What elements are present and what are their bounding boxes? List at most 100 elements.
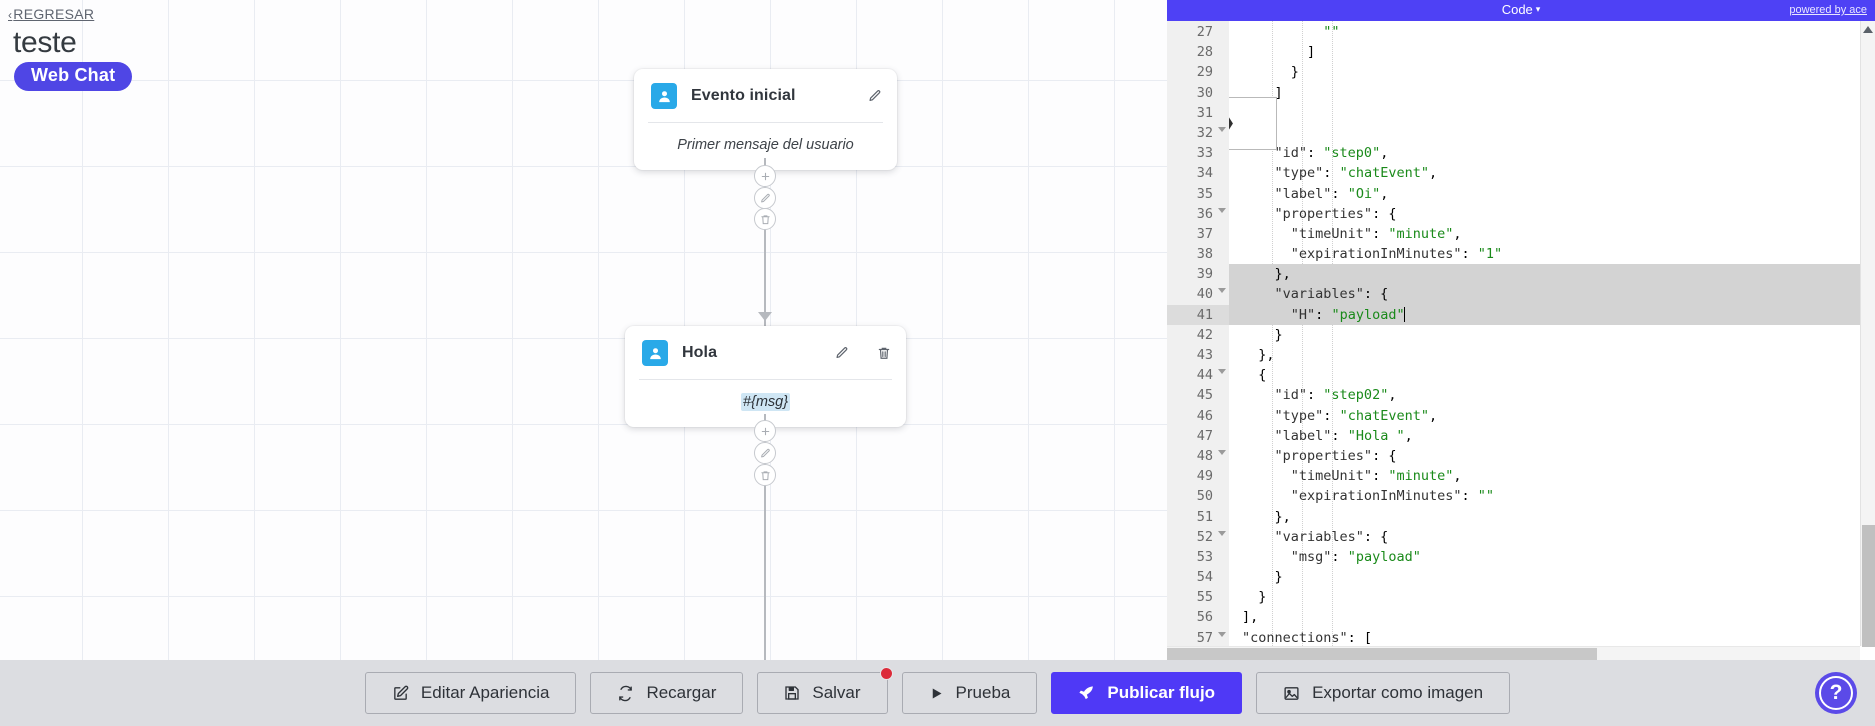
gutter-line-55[interactable]: 55 (1196, 589, 1213, 606)
gutter-line-50[interactable]: 50 (1196, 488, 1213, 505)
code-line-46[interactable]: "type": "chatEvent", (1274, 407, 1438, 424)
toolbar-button-publicar-flujo[interactable]: Publicar flujo (1051, 672, 1243, 714)
back-link[interactable]: ‹REGRESAR (8, 6, 94, 22)
editor-vertical-scrollbar[interactable] (1860, 21, 1875, 647)
code-line-39[interactable]: }, (1229, 264, 1875, 285)
gutter-line-44[interactable]: 44 (1167, 365, 1229, 385)
code-line-48[interactable]: "properties": { (1274, 447, 1397, 464)
gutter-line-41[interactable]: 41 (1167, 304, 1229, 325)
connector-delete-button-1[interactable] (754, 208, 776, 230)
connector-edit-button-2[interactable] (754, 442, 776, 464)
gutter-line-54[interactable]: 54 (1196, 569, 1213, 586)
code-line-44[interactable]: { (1242, 367, 1267, 384)
code-line-47[interactable]: "label": "Hola ", (1274, 427, 1413, 444)
code-line-31[interactable]: }, (1229, 103, 1875, 123)
code-line-30[interactable]: ] (1242, 84, 1283, 101)
code-line-28[interactable]: ] (1242, 44, 1316, 61)
code-line-56[interactable]: ], (1242, 609, 1259, 626)
gutter-line-51[interactable]: 51 (1196, 508, 1213, 525)
code-line-38[interactable]: "expirationInMinutes": "1" (1290, 246, 1503, 263)
gutter-line-52[interactable]: 52 (1167, 527, 1229, 547)
powered-by-ace-link[interactable]: powered by ace (1789, 4, 1867, 16)
code-line-50[interactable]: "expirationInMinutes": "" (1290, 488, 1494, 505)
gutter-line-35[interactable]: 35 (1196, 185, 1213, 202)
scroll-up-arrow-icon[interactable] (1863, 26, 1873, 33)
connector-add-button-1[interactable] (754, 165, 776, 187)
code-line-34[interactable]: "type": "chatEvent", (1274, 165, 1438, 182)
code-line-35[interactable]: "label": "Oi", (1274, 185, 1389, 202)
help-button[interactable]: ? (1815, 672, 1857, 714)
code-mode-selector[interactable]: Code▾ (1502, 2, 1541, 17)
gutter-line-57[interactable]: 57 (1167, 628, 1229, 648)
code-line-40[interactable]: "variables": { (1229, 284, 1875, 305)
code-line-53[interactable]: "msg": "payload" (1290, 548, 1421, 565)
gutter-line-39[interactable]: 39 (1196, 266, 1213, 283)
gutter-line-47[interactable]: 47 (1196, 427, 1213, 444)
node-edit-pencil-icon[interactable] (868, 89, 882, 103)
gutter-line-43[interactable]: 43 (1196, 347, 1213, 363)
code-line-41[interactable]: "H": "payload" (1229, 304, 1875, 325)
node-delete-trash-icon[interactable] (877, 346, 891, 360)
gutter-line-27[interactable]: 27 (1196, 24, 1213, 40)
gutter-line-48[interactable]: 48 (1167, 446, 1229, 466)
gutter-line-36[interactable]: 36 (1167, 204, 1229, 224)
code-line-32[interactable]: { (1229, 123, 1875, 143)
code-line-51[interactable]: }, (1242, 508, 1291, 525)
gutter-line-29[interactable]: 29 (1196, 64, 1213, 81)
gutter-line-45[interactable]: 45 (1196, 387, 1213, 404)
code-line-42[interactable]: } (1242, 326, 1283, 343)
code-line-43[interactable]: }, (1242, 347, 1275, 363)
gutter-line-31[interactable]: 31 (1196, 104, 1213, 121)
editor-horizontal-scrollbar[interactable] (1167, 646, 1860, 660)
gutter-line-46[interactable]: 46 (1196, 407, 1213, 424)
toolbar-button-salvar[interactable]: Salvar (757, 667, 893, 714)
gutter-line-28[interactable]: 28 (1196, 44, 1213, 61)
gutter-line-49[interactable]: 49 (1196, 468, 1213, 485)
gutter-line-34[interactable]: 34 (1196, 165, 1213, 182)
code-line-36[interactable]: "properties": { (1274, 205, 1397, 222)
gutter-line-56[interactable]: 56 (1196, 609, 1213, 626)
flow-node-hola[interactable]: Hola #{msg} (625, 326, 906, 427)
gutter-line-53[interactable]: 53 (1196, 548, 1213, 565)
gutter-line-42[interactable]: 42 (1196, 326, 1213, 343)
code-line-37[interactable]: "timeUnit": "minute", (1290, 225, 1462, 242)
connector-delete-button-2[interactable] (754, 464, 776, 486)
code-line-55[interactable]: } (1242, 589, 1267, 606)
code-line-33[interactable]: "id": "step0", (1274, 145, 1389, 162)
connector-edit-button-1[interactable] (754, 187, 776, 209)
toolbar-button-prueba[interactable]: Prueba (901, 672, 1038, 714)
code-line-29[interactable]: } (1242, 64, 1299, 81)
gutter-line-38[interactable]: 38 (1196, 246, 1213, 263)
code-line-52[interactable]: "variables": { (1274, 528, 1389, 545)
fold-triangle-icon[interactable] (1218, 530, 1226, 536)
flow-canvas[interactable]: ‹REGRESAR teste Web Chat Evento inicial (0, 0, 1167, 660)
fold-triangle-icon[interactable] (1218, 449, 1226, 455)
code-line-54[interactable]: } (1242, 569, 1283, 586)
code-line-27[interactable]: "" (1323, 24, 1340, 40)
gutter-line-33[interactable]: 33 (1196, 145, 1213, 162)
code-line-57[interactable]: "connections": [ (1242, 629, 1373, 646)
gutter-line-37[interactable]: 37 (1196, 225, 1213, 242)
horizontal-scroll-thumb[interactable] (1167, 648, 1597, 660)
fold-triangle-icon[interactable] (1218, 369, 1226, 375)
fold-triangle-icon[interactable] (1218, 207, 1226, 213)
toolbar-button-recargar[interactable]: Recargar (590, 672, 744, 714)
fold-triangle-icon[interactable] (1218, 126, 1226, 132)
code-line-49[interactable]: "timeUnit": "minute", (1290, 468, 1462, 485)
fold-triangle-icon[interactable] (1218, 631, 1226, 637)
connector-add-button-2[interactable] (754, 420, 776, 442)
editor-code-area[interactable]: "" ] } ] }, { "id": "step0", "type": "ch… (1229, 21, 1875, 660)
flow-node-evento-inicial[interactable]: Evento inicial Primer mensaje del usuari… (634, 69, 897, 170)
code-line-45[interactable]: "id": "step02", (1274, 387, 1397, 404)
fold-triangle-icon[interactable] (1218, 288, 1226, 294)
vertical-scroll-thumb[interactable] (1862, 525, 1875, 647)
toolbar-button-editar-apariencia[interactable]: Editar Apariencia (364, 672, 577, 714)
node-edit-pencil-icon[interactable] (835, 346, 849, 360)
toolbar-button-exportar-como-imagen[interactable]: Exportar como imagen (1256, 672, 1511, 714)
gutter-line-40[interactable]: 40 (1167, 284, 1229, 304)
code-fold-overlay[interactable]: ❯ (1229, 97, 1277, 150)
gutter-line-30[interactable]: 30 (1196, 84, 1213, 101)
